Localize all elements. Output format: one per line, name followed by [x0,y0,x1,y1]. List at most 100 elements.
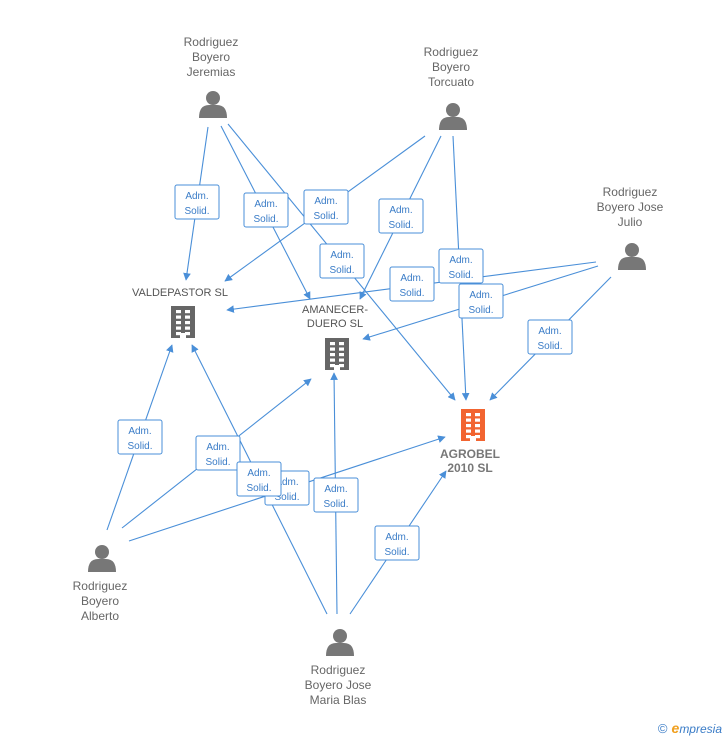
person-name-line: Boyero Jose [597,200,664,214]
company-node-valdepastor[interactable]: VALDEPASTOR SL [132,287,228,338]
person-name-line: Rodriguez [184,35,239,49]
company-name-line: AGROBEL [440,447,500,461]
person-icon [199,91,227,118]
relation-badge-text: Solid. [323,499,348,510]
person-icon [326,629,354,656]
relation-badge[interactable]: Adm. Solid. [374,525,420,561]
relation-badge-text: Adm. [185,191,208,202]
relation-badge-box [374,525,420,561]
person-name-line: Boyero [81,594,119,608]
person-name-line: Maria Blas [310,693,367,707]
relation-badge-text: Adm. [449,255,472,266]
person-name-line: Boyero [432,60,470,74]
relation-badge-text: Solid. [253,214,278,225]
relation-badge-text: Solid. [329,265,354,276]
company-name-line: 2010 SL [447,461,492,475]
relation-badge-text: Solid. [313,211,338,222]
relation-badge-text: Solid. [448,270,473,281]
building-icon [325,338,349,370]
brand-logo-e: e [671,720,680,736]
relation-badge-text: Adm. [206,442,229,453]
person-name-line: Julio [618,215,643,229]
relation-badge-text: Solid. [127,441,152,452]
relation-badge-box [389,266,435,302]
relation-badge[interactable]: Adm. Solid. [389,266,435,302]
relation-badge-box [438,248,484,284]
relation-badge-text: Solid. [274,492,299,503]
relation-badge-text: Solid. [468,305,493,316]
relation-badge[interactable]: Adm. Solid. [313,477,359,513]
relation-badge-text: Solid. [246,483,271,494]
relation-badge-text: Adm. [275,477,298,488]
relation-badge-text: Adm. [389,205,412,216]
person-name-line: Boyero [192,50,230,64]
relation-badge-text: Adm. [128,426,151,437]
relation-badge-text: Solid. [388,220,413,231]
brand-watermark: ©empresia [658,720,722,736]
nodes: RodriguezBoyeroJeremiasRodriguezBoyeroTo… [73,35,664,707]
relation-badge[interactable]: Adm. Solid. [438,248,484,284]
person-name-line: Rodriguez [311,663,366,677]
relation-badge[interactable]: Adm. Solid. [195,435,241,471]
relation-badge-box [174,184,220,220]
relation-badge[interactable]: Adm. Solid. [319,243,365,279]
building-icon [461,409,485,441]
person-name-line: Jeremias [187,65,236,79]
relation-badge[interactable]: Adm. Solid. [378,198,424,234]
relation-badge-box [303,189,349,225]
company-name-line: DUERO SL [307,318,363,330]
relation-badge[interactable]: Adm. Solid. [243,192,289,228]
relation-badge-text: Adm. [385,532,408,543]
relation-badge[interactable]: Adm. Solid. [303,189,349,225]
relation-badge-text: Solid. [384,547,409,558]
relation-badge-box [236,461,282,497]
relation-badge-text: Adm. [330,250,353,261]
relation-badge[interactable]: Adm. Solid. [117,419,163,455]
relation-badge-text: Adm. [324,484,347,495]
person-name-line: Rodriguez [73,579,128,593]
person-name-line: Rodriguez [603,185,658,199]
relation-badge-text: Adm. [254,199,277,210]
relation-badge-text: Adm. [314,196,337,207]
relation-badge-text: Adm. [469,290,492,301]
relation-badge-text: Solid. [399,288,424,299]
relation-badge-text: Adm. [400,273,423,284]
relation-badge-box [117,419,163,455]
building-icon [171,306,195,338]
relation-badge-box [378,198,424,234]
company-name-line: AMANECER- [302,304,368,316]
company-name-line: VALDEPASTOR SL [132,287,228,299]
relation-badge-box [319,243,365,279]
relation-badge-text: Solid. [184,206,209,217]
relation-badge-box [458,283,504,319]
relation-badge-text: Solid. [537,341,562,352]
person-name-line: Rodriguez [424,45,479,59]
relation-badge-text: Solid. [205,457,230,468]
company-node-amanecer[interactable]: AMANECER- DUERO SL [302,304,368,370]
brand-name: mpresia [679,722,722,736]
relation-badge-text: Adm. [247,468,270,479]
relation-badge-box [527,319,573,355]
person-icon [439,103,467,130]
relation-badge-text: Adm. [538,326,561,337]
person-icon [88,545,116,572]
relation-badge[interactable]: Adm. Solid. [527,319,573,355]
relation-badges: Adm. Solid. Adm. Solid. Adm. Solid. Adm. Solid.… [117,184,573,561]
relation-badge-box [313,477,359,513]
relation-badge[interactable]: Adm. Solid. [458,283,504,319]
person-icon [618,243,646,270]
relation-badge[interactable]: Adm. Solid. [174,184,220,220]
person-name-line: Torcuato [428,75,474,89]
relation-badge[interactable]: Adm. Solid. [236,461,282,497]
relation-badge-box [195,435,241,471]
person-name-line: Alberto [81,609,119,623]
relation-badge-box [243,192,289,228]
person-name-line: Boyero Jose [305,678,372,692]
